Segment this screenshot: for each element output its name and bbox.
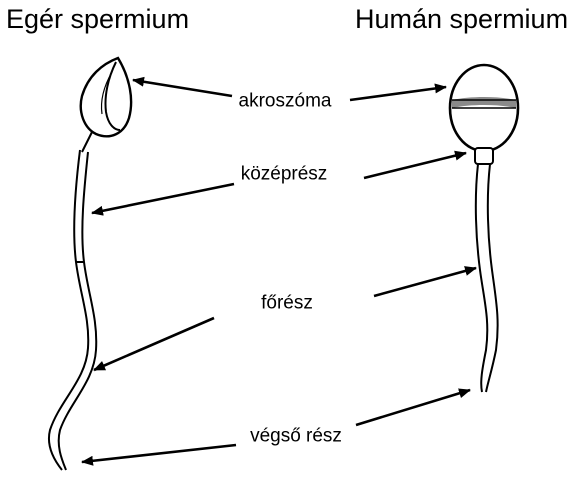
arrow-acrosome-right [350,87,446,100]
title-mouse-sperm: Egér spermium [6,6,189,33]
arrow-principal-right [374,268,476,296]
human-sperm-neck [475,148,493,164]
arrow-principal-left [94,318,214,370]
label-acrosome: akroszóma [236,91,335,112]
label-principal-piece: főrész [258,293,316,314]
title-human-sperm: Humán spermium [355,6,568,33]
arrow-endpiece-right [356,390,470,425]
label-midpiece: középrész [238,164,331,185]
arrow-endpiece-left [82,445,236,462]
human-sperm-tail [476,164,487,392]
arrow-midpiece-right [364,153,466,178]
label-end-piece: végső rész [247,426,345,447]
human-sperm [450,65,518,392]
arrow-midpiece-left [92,184,234,213]
mouse-sperm [49,58,131,470]
mouse-sperm-midpiece [49,150,88,470]
arrow-acrosome-left [133,80,232,96]
pointer-arrows [82,80,476,462]
